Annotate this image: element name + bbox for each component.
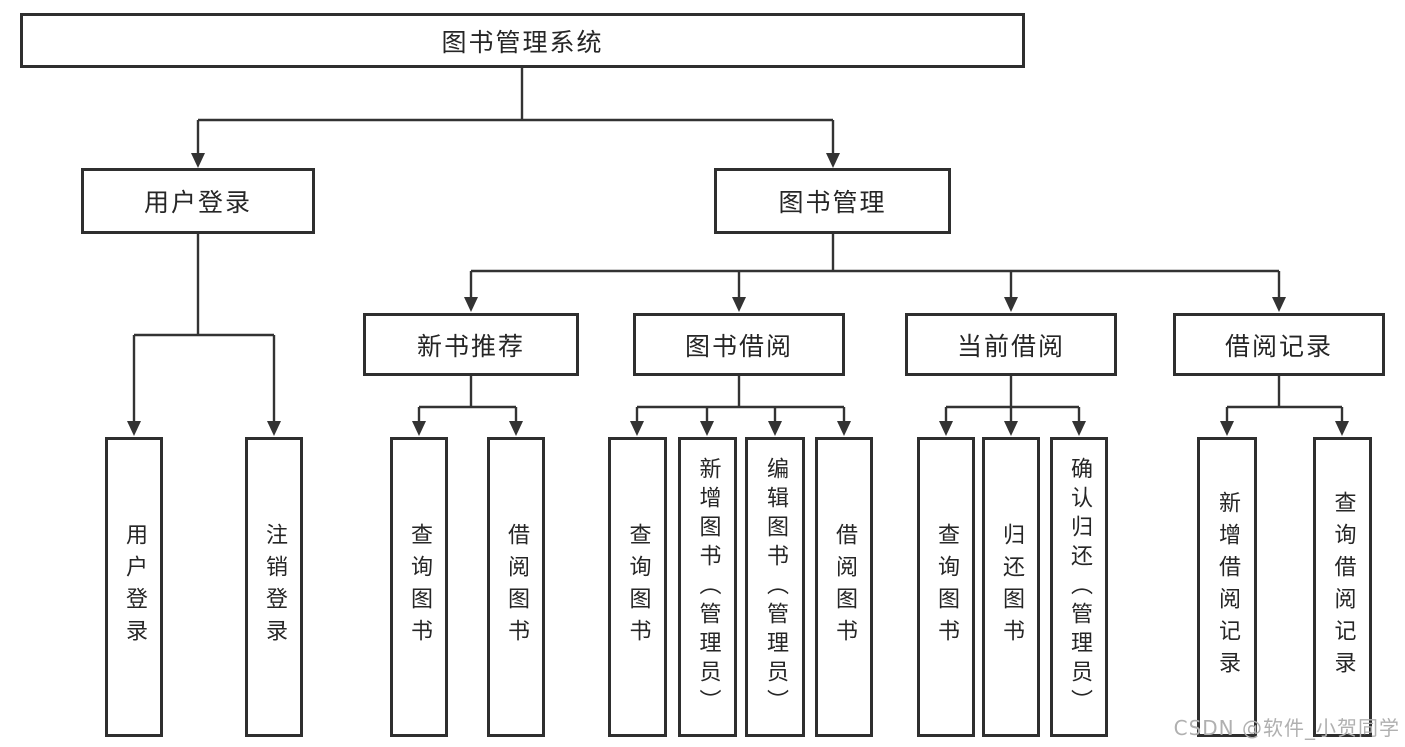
arrowhead bbox=[630, 421, 644, 436]
arrowhead bbox=[826, 153, 840, 168]
connector-user-login-to-leaves bbox=[127, 233, 281, 436]
arrowhead bbox=[939, 421, 953, 436]
node-label: 图书管理 bbox=[778, 188, 887, 217]
arrowhead bbox=[1220, 421, 1234, 436]
arrowhead bbox=[700, 421, 714, 436]
leaf-borrow-books-recommend: 借阅图书 bbox=[487, 437, 545, 737]
arrowhead bbox=[191, 153, 205, 168]
arrowhead bbox=[1004, 297, 1018, 312]
arrowhead bbox=[267, 421, 281, 436]
connector-book-borrowing-to-leaves bbox=[630, 375, 851, 436]
arrowhead bbox=[412, 421, 426, 436]
node-book-management: 图书管理 bbox=[714, 168, 951, 234]
csdn-watermark: CSDN @软件_小贺同学 bbox=[1173, 716, 1400, 740]
node-borrowing-records: 借阅记录 bbox=[1173, 313, 1385, 376]
node-label: 借阅记录 bbox=[1224, 331, 1333, 361]
leaf-return-books: 归还图书 bbox=[982, 437, 1040, 737]
node-label: 图书借阅 bbox=[684, 331, 793, 361]
arrowhead bbox=[1335, 421, 1349, 436]
node-label: 图书管理系统 bbox=[441, 27, 604, 57]
node-label: 新书推荐 bbox=[416, 331, 525, 361]
connector-book-management-to-sections bbox=[464, 234, 1286, 312]
connector-root-to-branches bbox=[191, 68, 840, 168]
connector-current-borrowing-to-leaves bbox=[939, 375, 1086, 436]
leaf-query-books-current: 查询图书 bbox=[917, 437, 975, 737]
leaf-query-borrow-record: 查询借阅记录 bbox=[1313, 437, 1372, 737]
arrowhead bbox=[1004, 421, 1018, 436]
arrowhead bbox=[464, 297, 478, 312]
node-label: 用户登录 bbox=[143, 188, 252, 217]
arrowhead bbox=[1272, 297, 1286, 312]
arrowhead bbox=[509, 421, 523, 436]
node-new-book-recommend: 新书推荐 bbox=[363, 313, 579, 376]
leaf-query-books-borrowing: 查询图书 bbox=[608, 437, 667, 737]
leaf-add-borrow-record: 新增借阅记录 bbox=[1197, 437, 1257, 737]
node-user-login: 用户登录 bbox=[81, 168, 315, 234]
arrowhead bbox=[837, 421, 851, 436]
connector-new-book-recommend-to-leaves bbox=[412, 375, 523, 436]
connector-borrowing-records-to-leaves bbox=[1220, 375, 1349, 436]
leaf-borrow-books: 借阅图书 bbox=[815, 437, 873, 737]
arrowhead bbox=[768, 421, 782, 436]
leaf-confirm-return-admin: 确认归还（管理员） bbox=[1050, 437, 1108, 737]
arrowhead bbox=[127, 421, 141, 436]
arrowhead bbox=[732, 297, 746, 312]
node-book-borrowing: 图书借阅 bbox=[633, 313, 845, 376]
node-library-management-system: 图书管理系统 bbox=[20, 13, 1025, 68]
leaf-query-books-recommend: 查询图书 bbox=[390, 437, 448, 737]
arrowhead bbox=[1072, 421, 1086, 436]
leaf-logout: 注销登录 bbox=[245, 437, 303, 737]
node-label: 当前借阅 bbox=[956, 331, 1065, 361]
leaf-edit-books-admin: 编辑图书（管理员） bbox=[745, 437, 805, 737]
leaf-user-login: 用户登录 bbox=[105, 437, 163, 737]
leaf-add-books-admin: 新增图书（管理员） bbox=[678, 437, 737, 737]
node-current-borrowing: 当前借阅 bbox=[905, 313, 1117, 376]
